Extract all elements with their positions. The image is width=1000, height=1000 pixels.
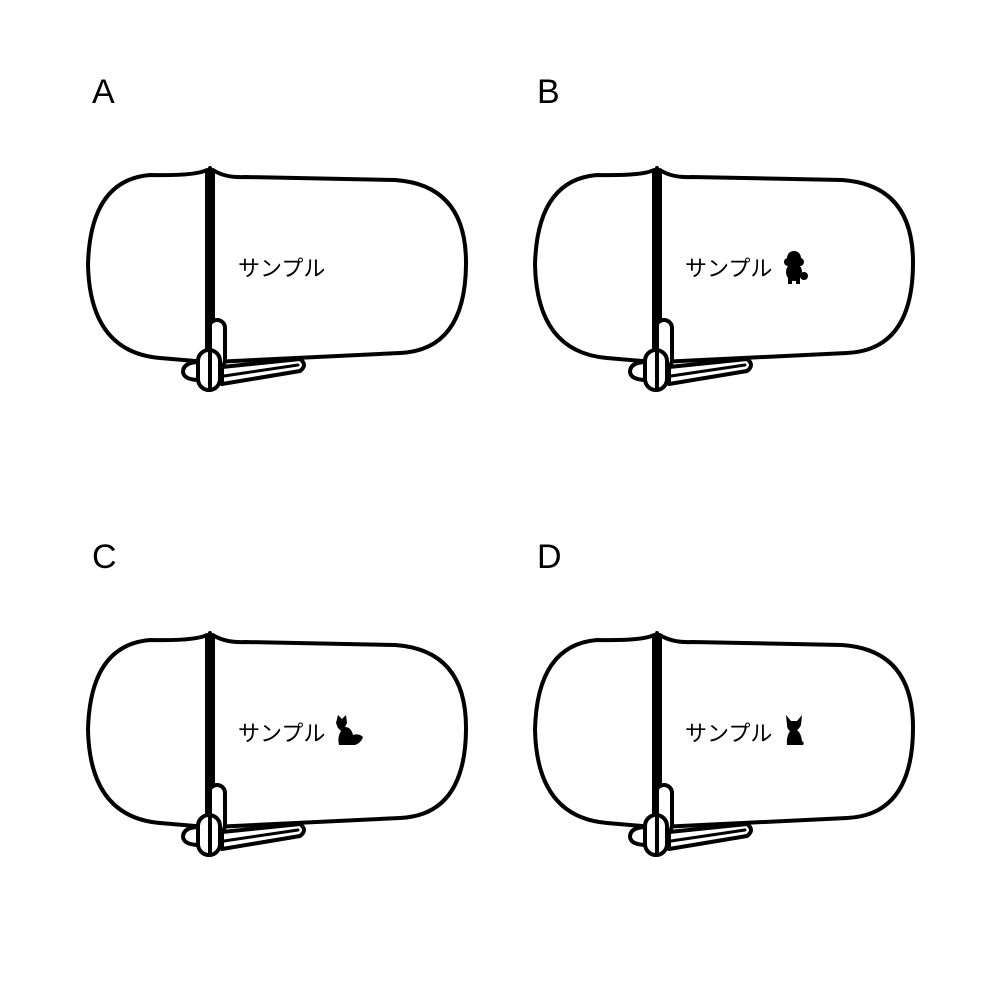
- variant-label: C: [92, 538, 117, 576]
- variant-b: B サンプル: [533, 73, 916, 392]
- sample-text: サンプル: [685, 722, 772, 747]
- sample-text: サンプル: [238, 722, 325, 747]
- sample-text: サンプル: [685, 257, 772, 282]
- variant-a: A サンプル: [86, 73, 469, 392]
- variant-label: D: [537, 538, 562, 576]
- variant-d: D サンプル: [533, 538, 916, 857]
- variant-label: B: [537, 73, 560, 111]
- variant-label: A: [92, 73, 115, 111]
- variant-c: C サンプル: [86, 538, 469, 857]
- sample-text: サンプル: [238, 257, 325, 282]
